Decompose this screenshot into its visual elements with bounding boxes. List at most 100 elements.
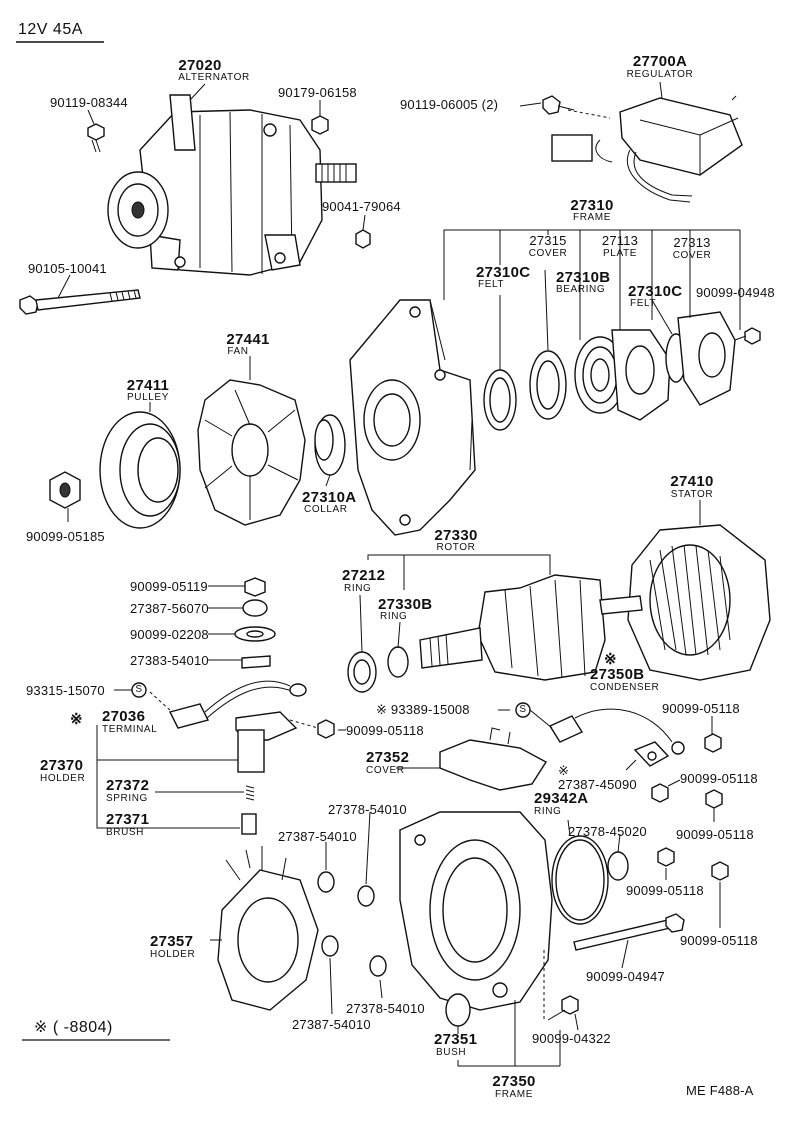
s-mark-label-2: S [519,704,527,715]
part-number-stator: 27410 [670,473,714,490]
brush-illustration [241,813,257,835]
part-name-cover-27315: COVER [528,248,568,259]
part-name-collar: COLLAR [304,504,348,515]
part-name-bearing: BEARING [556,284,606,295]
rear-frame-illustration [349,299,476,536]
part-name-bush: BUSH [436,1047,467,1058]
condenser-mark: ※ [604,651,617,668]
part-name-alternator: ALTERNATOR [178,72,250,83]
part-number-bolt-08344: 90119-08344 [50,95,128,110]
part-name-frame-rear: FRAME [573,212,611,223]
spring-illustration [245,785,255,801]
part-number-frame-rear: 27310 [570,197,614,214]
part-number-holder: 27370 [40,757,84,774]
part-number-54010e: 27387-54010 [292,1017,371,1032]
part-number-fan: 27441 [226,331,270,348]
part-name-plate: PLATE [603,248,637,259]
spec-label: 12V 45A [18,21,83,38]
part-number-terminal: 27036 [102,708,146,725]
part-name-felt-a: FELT [478,279,505,290]
part-number-plate: 27113 [601,233,639,248]
terminal-mark: ※ [70,711,83,728]
part-name-ring-27212: RING [344,583,372,594]
part-number-54010d: 27378-54010 [346,1001,425,1016]
fan-illustration [197,379,306,526]
part-number-05118e: 90099-05118 [626,883,704,898]
part-name-rotor: ROTOR [436,542,476,553]
part-number-15070: 93315-15070 [26,683,105,698]
part-number-56070: 27387-56070 [130,601,209,616]
part-number-condenser: 27350B [590,666,645,683]
part-number-nut-79064: 90041-79064 [322,199,401,214]
part-name-spring: SPRING [106,793,148,804]
part-number-cover-27315: 27315 [529,233,567,248]
part-number-cover-27313: 27313 [673,235,711,250]
part-number-05118c: 90099-05118 [680,771,758,786]
bolt-10041-illustration [19,289,141,315]
part-number-rotor: 27330 [434,527,478,544]
part-number-brush: 27371 [106,811,150,828]
alternator-illustration [107,94,357,276]
cover-27352-illustration [439,727,547,791]
collar-illustration [314,414,346,476]
bushing-56070-illustration [242,599,268,617]
ring-27330b-illustration [387,646,409,678]
part-number-bush: 27351 [434,1031,478,1048]
part-name-stator: STATOR [670,489,714,500]
part-number-ring-27330b: 27330B [378,596,433,613]
part-number-02208: 90099-02208 [130,627,209,642]
insulator-54010-illustration [241,655,271,669]
holder-27357-illustration [217,846,319,1011]
part-number-felt-a: 27310C [476,264,531,281]
part-name-pulley: PULLEY [127,392,169,403]
part-name-holder-27357: HOLDER [150,949,196,960]
part-number-collar: 27310A [302,489,357,506]
plate-illustration [611,329,671,421]
part-number-nut-06158: 90179-06158 [278,85,357,100]
mark-45090: ※ [558,763,570,778]
part-number-05118f: 90099-05118 [680,933,758,948]
holder-27370-illustration [235,711,298,773]
terminal-illustration [168,680,307,729]
part-number-54010b: 27378-54010 [328,802,407,817]
part-number-bolt-10041: 90105-10041 [28,261,107,276]
part-number-nut-05185: 90099-05185 [26,529,105,544]
nut-05118a-illustration [317,719,335,739]
part-name-ring-29342a: RING [534,806,562,817]
nut-05118b-illustration [704,733,722,753]
part-number-felt-b: 27310C [628,283,683,300]
bolt-08344-illustration [87,123,105,153]
part-number-54010c: 27387-54010 [278,829,357,844]
bushing-45020-illustration [607,851,629,881]
part-name-fan: FAN [227,346,249,357]
bracket-45090-illustration [633,741,670,767]
part-number-ring-29342a: 29342A [534,790,589,807]
part-number-05118a: 90099-05118 [346,723,424,738]
part-number-cover-27352: 27352 [366,749,410,766]
part-number-45090: 27387-45090 [558,777,637,792]
nut-05185-illustration [49,471,81,509]
screw-04322-illustration [543,950,579,1022]
cover-27313-illustration [677,311,736,406]
part-number-05118b: 90099-05118 [662,701,740,716]
regulator-illustration [542,95,743,203]
part-name-holder: HOLDER [40,773,86,784]
condenser-illustration [548,708,685,755]
rotor-illustration [419,574,643,681]
part-number-spring: 27372 [106,777,150,794]
part-name-regulator: REGULATOR [626,69,694,80]
part-name-felt-b: FELT [630,298,657,309]
part-number-ring-27212: 27212 [342,567,386,584]
part-name-condenser: CONDENSER [590,682,660,693]
part-number-screw-06005: 90119-06005 (2) [400,97,499,112]
footnote-applicability: ※ ( -8804) [34,1019,113,1036]
part-name-brush: BRUSH [106,827,145,838]
part-number-15008: ※ 93389-15008 [376,702,470,717]
part-name-terminal: TERMINAL [102,724,158,735]
bolt-04947-illustration [573,913,685,951]
part-number-pulley: 27411 [126,377,170,394]
ring-27212-illustration [347,651,377,693]
part-number-05118d: 90099-05118 [676,827,754,842]
